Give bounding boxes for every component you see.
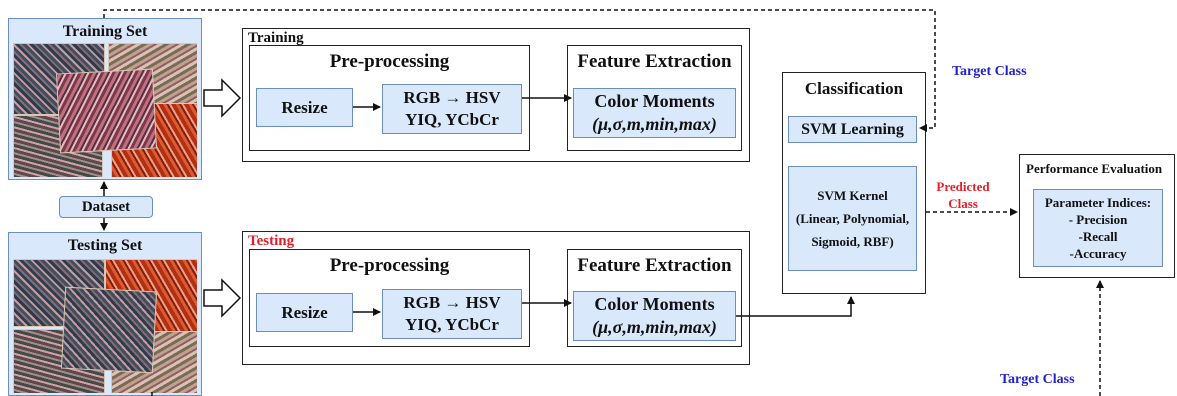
target-class-label-bottom: Target Class <box>1000 372 1075 387</box>
testing-input-arrow <box>203 278 242 318</box>
testing-resize-box: Resize <box>256 293 353 332</box>
training-moments-line2: (μ,σ,m,min,max) <box>592 114 717 134</box>
training-preprocessing-title: Pre-processing <box>329 51 450 72</box>
predicted-class-label: Predicted Class <box>930 178 996 212</box>
svm-kernel-box: SVM Kernel (Linear, Polynomial, Sigmoid,… <box>788 166 917 271</box>
target-class-label-top: Target Class <box>952 64 1027 79</box>
testing-moments-line2: (μ,σ,m,min,max) <box>592 317 717 337</box>
training-input-arrow <box>203 78 242 118</box>
svm-kernel-line3: Sigmoid, RBF) <box>811 234 894 249</box>
testing-color-conversion-box: RGB → HSV YIQ, YCbCr <box>382 289 522 339</box>
parameter-indices-title: Parameter Indices: <box>1044 195 1152 210</box>
predicted-class-line1: Predicted <box>936 179 990 194</box>
training-image-collage <box>13 43 197 177</box>
testing-preprocessing-title: Pre-processing <box>329 255 450 276</box>
svm-kernel-line1: SVM Kernel <box>817 188 888 203</box>
training-feature-extraction-title: Feature Extraction <box>577 51 732 72</box>
training-conversion-line2: YIQ, YCbCr <box>405 110 499 129</box>
training-set-title: Training Set <box>62 23 148 40</box>
testing-set-title: Testing Set <box>67 237 143 254</box>
metric-accuracy: -Accuracy <box>1069 246 1127 261</box>
training-image <box>55 68 158 154</box>
training-conversion-line1: RGB → HSV <box>403 88 501 107</box>
metric-precision: - Precision <box>1068 212 1128 227</box>
training-moments-line1: Color Moments <box>594 91 715 111</box>
testing-label: Testing <box>248 233 295 249</box>
testing-moments-line1: Color Moments <box>594 294 715 314</box>
dataset-box: Dataset <box>59 196 153 218</box>
training-resize-box: Resize <box>256 88 353 127</box>
parameter-indices-box: Parameter Indices: - Precision -Recall -… <box>1033 189 1163 267</box>
testing-conversion-line1: RGB → HSV <box>403 293 501 312</box>
testing-to-classification-arrow <box>736 296 855 317</box>
svm-learning-box: SVM Learning <box>788 116 917 143</box>
testing-color-moments-box: Color Moments (μ,σ,m,min,max) <box>573 291 736 341</box>
testing-image <box>60 286 158 374</box>
classification-title: Classification <box>804 79 904 98</box>
testing-conversion-line2: YIQ, YCbCr <box>405 315 499 334</box>
training-color-moments-box: Color Moments (μ,σ,m,min,max) <box>573 88 736 138</box>
testing-image-collage <box>13 259 197 393</box>
testing-set-panel: Testing Set <box>8 232 202 396</box>
svm-kernel-line2: (Linear, Polynomial, <box>795 211 910 226</box>
metric-recall: -Recall <box>1078 229 1118 244</box>
predicted-class-line2: Class <box>948 196 978 211</box>
testing-feature-extraction-title: Feature Extraction <box>577 255 732 276</box>
training-set-panel: Training Set <box>8 18 202 180</box>
performance-evaluation-title: Performance Evaluation <box>1026 161 1163 176</box>
training-color-conversion-box: RGB → HSV YIQ, YCbCr <box>382 84 522 134</box>
